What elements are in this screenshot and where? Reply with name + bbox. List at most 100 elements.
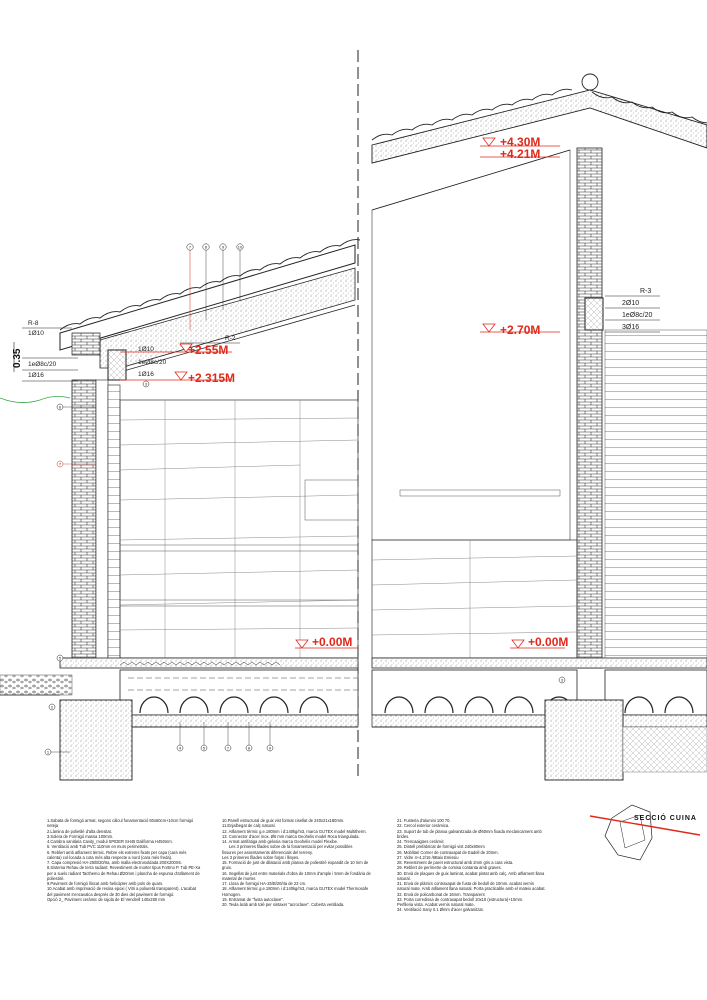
- svg-text:3Ø16: 3Ø16: [622, 324, 639, 331]
- note-line: 33. Porta corredissa de contraxapat bedo…: [397, 896, 524, 902]
- note-line: Opció 2_ Paviment ceràmic de rajola de E…: [47, 896, 166, 902]
- note-line: 19. Entramat de "fusta autoclave".: [222, 896, 284, 902]
- level-right-ridge-b: +4.21M: [500, 147, 540, 161]
- svg-text:1eØ8c/20: 1eØ8c/20: [138, 359, 167, 366]
- note-line: 13. Connector d'acer inox. Ø6 mm marca G…: [222, 833, 360, 839]
- note-line: natural mate. Amb aïllament llana natura…: [397, 886, 546, 892]
- note-line: Les 3 primeres filades sobre forjat i ll…: [222, 854, 300, 860]
- note-line: 4.Cambra sanitària Cavity_modul SPIDER S…: [47, 839, 173, 844]
- note-line: Perfileria vista. Acabat vernís natural …: [397, 902, 475, 907]
- level-right-floor: +0.00M: [528, 635, 568, 649]
- note-line: 1.Sabata de formigó armat, segons càlcul…: [47, 818, 194, 823]
- note-line: per a suelo radiant Tacthemo de Rehau Ø2…: [47, 870, 200, 876]
- svg-text:1eØ8c/20: 1eØ8c/20: [622, 312, 652, 319]
- level-right-ridge-a: +4.30M: [500, 135, 540, 149]
- svg-text:1eØ8c/20: 1eØ8c/20: [28, 361, 57, 368]
- left-kitchen-elevation: [119, 399, 359, 659]
- level-markers: [120, 137, 565, 649]
- svg-text:7: 7: [59, 462, 62, 467]
- note-line: 5. Ventilació amb Tub PVC 110mm en murs …: [47, 844, 149, 850]
- svg-text:9: 9: [222, 245, 225, 250]
- key-plan-stamp: [589, 804, 701, 861]
- dimension-vertical: 0.35: [12, 342, 23, 372]
- note-line: calenta) col·locada a cota més alta resp…: [47, 854, 173, 860]
- left-exterior-wall: [71, 379, 97, 666]
- schedule-left: R-8 1Ø10 1eØ8c/20 1Ø16: [22, 320, 78, 382]
- notes-column-2: 10.Panell estructural de guix vist forma…: [222, 818, 387, 907]
- right-roof: [371, 73, 707, 164]
- svg-text:8: 8: [248, 746, 251, 751]
- note-line: 2.Làmina de polietilè d'alta densitat.: [47, 828, 112, 834]
- left-footing: [59, 699, 133, 781]
- note-line: 17. Llosa de formigó HA-25/B/20/IIa de 2…: [222, 881, 307, 886]
- svg-text:R-8: R-8: [28, 320, 39, 327]
- note-line: 24. Trencaaigües ceràmic: [397, 839, 444, 844]
- note-line: 27. Vidre 4+4,2/16 /6Baix Emissiu: [397, 854, 459, 860]
- note-line: 28. Revestiment de paret estructural amb…: [397, 860, 514, 865]
- note-line: 30. Envà de plaques de guix laminat, aca…: [397, 870, 545, 876]
- note-line: 25. Dintell prefabricat de formigó vist …: [397, 844, 485, 850]
- level-left-top: +2.55M: [188, 343, 228, 357]
- note-line: 20. Teula àrab amb tolè per sintaxer "ac…: [222, 902, 345, 907]
- level-left-floor: +0.00M: [312, 635, 352, 649]
- note-line: 6. Reblert amb aïllament tèrmic. Rebre e…: [47, 849, 187, 855]
- note-line: neteja: [47, 823, 59, 829]
- note-line: del paviment s'encavalca després de 30 d…: [47, 891, 175, 897]
- note-line: 15. Formació de junt de dilatació amb pl…: [222, 860, 369, 865]
- svg-text:1Ø10: 1Ø10: [28, 330, 44, 337]
- note-line: 22. Cercol exterior ceràmica.: [397, 823, 450, 829]
- svg-text:10: 10: [238, 245, 243, 250]
- note-line: 3.Solera de Formigó massa 100mm.: [47, 833, 114, 839]
- note-line: 12. Aïllament tèrmic g.e.180mm i d:140kg…: [222, 828, 367, 834]
- note-line: 29. Reblert de perímetre de comisa conta…: [397, 865, 502, 871]
- dimension-text: 0.35: [12, 348, 23, 368]
- grade-line: [0, 396, 71, 403]
- note-line: brides.: [397, 833, 410, 839]
- note-line: 32. Envà de policarbonat de 16mm. Transp…: [397, 891, 485, 897]
- notes-column-1: 1.Sabata de formigó armat, segons càlcul…: [47, 818, 215, 902]
- level-right-beam: +2.70M: [500, 323, 540, 337]
- note-line: 26. Moblitari Corner de contraxapat de E…: [397, 849, 499, 855]
- schedule-mid: R-2 1Ø10 1eØ8c/20 1Ø16: [138, 335, 240, 378]
- right-section: [371, 73, 707, 781]
- note-line: material de morter.: [222, 875, 257, 881]
- note-line: 21. Fusteria d'alumini 100 70.: [397, 818, 451, 823]
- svg-text:1Ø16: 1Ø16: [28, 372, 44, 379]
- left-floor-slab: [59, 657, 359, 669]
- note-line: 34. Ventilació Sany 0.1 Ømm d'acer galva…: [397, 907, 484, 913]
- note-line: 23. Suport de tub de planxa galvanitzada…: [397, 828, 542, 834]
- svg-text:2: 2: [51, 705, 54, 710]
- svg-text:3: 3: [145, 382, 148, 387]
- note-line: 9.Paviment de formigó lliscat amb helicò…: [47, 881, 164, 886]
- svg-text:4: 4: [179, 746, 182, 751]
- callouts: 7 8 9 10 3 6 7 5 2 1 4 5 7 8 9: [44, 243, 566, 756]
- level-left-mid: +2.315M: [188, 371, 235, 385]
- svg-text:1: 1: [47, 750, 50, 755]
- right-brick-column: [576, 147, 603, 669]
- notes-column-3: 21. Fusteria d'alumini 100 70.22. Cercol…: [397, 818, 567, 913]
- note-line: 31. Envà de plàtrics contraxapat de fust…: [397, 881, 534, 886]
- note-line: 10.Acabat amb imprimació de resina epoxi…: [47, 886, 197, 892]
- note-line: fissures per assentaments diferencials d…: [222, 849, 313, 855]
- note-line: 18. Aïllament tèrmic g.e.180mm i d:140kg…: [222, 886, 369, 892]
- right-siding: [604, 329, 707, 666]
- note-line: gruix.: [222, 865, 233, 871]
- right-footing: [544, 699, 624, 781]
- svg-text:2Ø10: 2Ø10: [622, 300, 639, 307]
- svg-text:5: 5: [203, 746, 206, 751]
- svg-text:7: 7: [227, 746, 230, 751]
- svg-text:7: 7: [189, 245, 192, 250]
- beam-tag: R-3: [640, 288, 651, 295]
- note-line: 11.Enjalbegat de calç natural.: [222, 823, 276, 829]
- right-cavity-formwork: [371, 669, 707, 728]
- svg-text:9: 9: [269, 746, 272, 751]
- section-title: SECCIÓ CUINA: [634, 815, 697, 822]
- note-line: Homogen.: [222, 891, 241, 897]
- note-line: Les 3 primeres filades sobre de la fonam…: [222, 844, 353, 850]
- schedule-right: R-3 2Ø10 1eØ8c/20 3Ø16: [605, 288, 660, 333]
- svg-text:5: 5: [59, 656, 62, 661]
- svg-text:1Ø16: 1Ø16: [138, 371, 154, 378]
- note-line: 10.Panell estructural de guix vist forma…: [222, 818, 345, 823]
- svg-text:R-2: R-2: [225, 335, 236, 342]
